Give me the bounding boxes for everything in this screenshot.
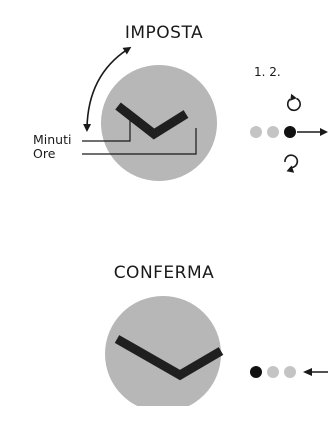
hours-leader-line [82,128,197,155]
steps-label: 1. 2. [254,65,281,79]
watch-hands [114,335,224,381]
watch-dial [105,296,221,406]
crown-position-1 [267,126,279,138]
confirm-title: CONFERMA [114,263,215,283]
crown-position-2-active [284,126,296,138]
hours-label: Ore [33,146,56,161]
minutes-label: Minuti [33,132,71,147]
crown-push-arrowhead [303,368,312,376]
crown-pull-arrowhead [320,128,328,136]
crown-position-1 [267,366,279,378]
set-panel: IMPOSTA Minuti Ore 1. 2. [33,23,328,181]
set-title: IMPOSTA [125,23,203,43]
crown-position-0 [250,126,262,138]
rotate-counterclockwise-icon [284,154,299,173]
watch-dial [101,65,217,181]
minutes-leader-line [82,120,131,142]
crown-position-2 [284,366,296,378]
rotate-dial-arrow [83,46,132,132]
rotate-clockwise-icon [286,93,301,112]
crown-position-0-active [250,366,262,378]
confirm-panel: CONFERMA [105,263,328,406]
